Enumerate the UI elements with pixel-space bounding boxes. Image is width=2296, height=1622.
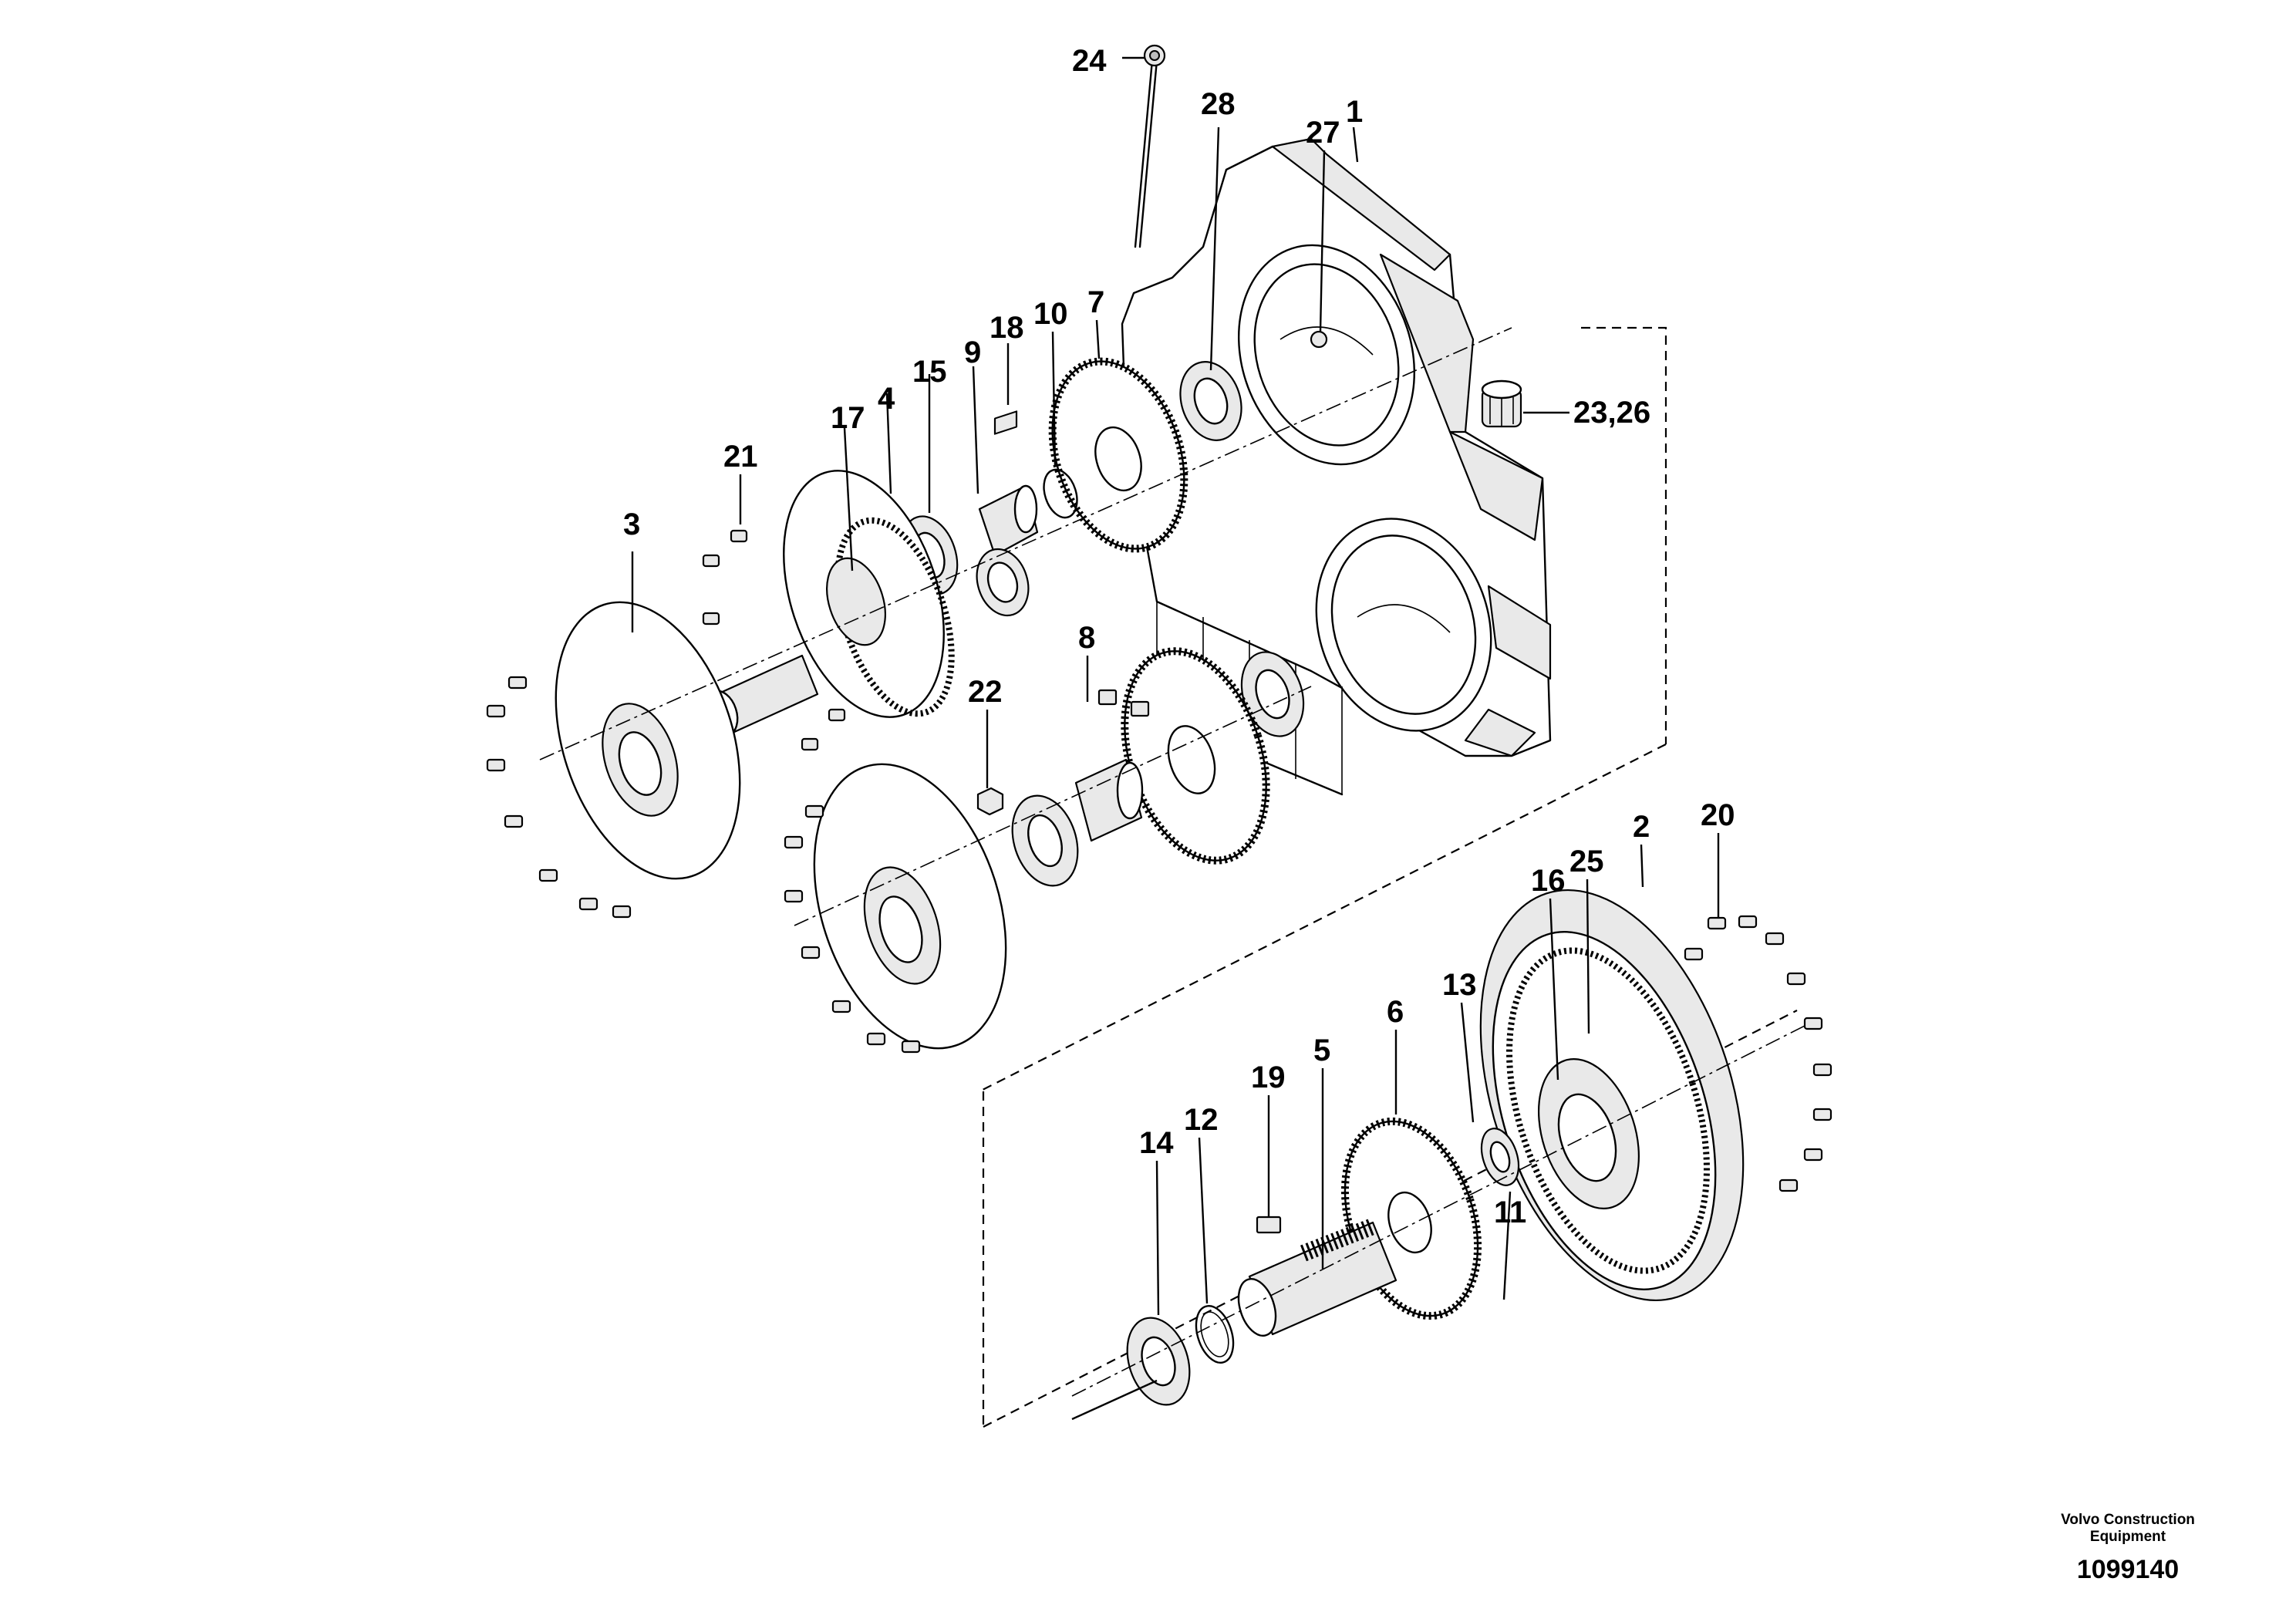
output-key: [1256, 1216, 1282, 1234]
callout-2: 2: [1633, 810, 1650, 844]
callout-11: 11: [1494, 1195, 1526, 1229]
callout-15: 15: [912, 355, 947, 389]
callout-28: 28: [1201, 87, 1236, 121]
callout-4: 4: [878, 382, 895, 416]
callout-21: 21: [723, 440, 758, 474]
callout-12: 12: [1184, 1103, 1219, 1137]
callout-17: 17: [831, 401, 865, 435]
left-cover-bolts: [486, 676, 632, 919]
middle-keys: [1097, 689, 1150, 717]
output-cover-bolts: [1684, 915, 1832, 1192]
upper-gear: [1048, 357, 1188, 553]
middle-bearing-housing-side: [1240, 651, 1305, 737]
middle-cover-bolts: [784, 804, 921, 1054]
callout-25: 25: [1569, 845, 1604, 878]
callout-20: 20: [1701, 798, 1735, 832]
callout-5: 5: [1313, 1034, 1330, 1067]
callout-24: 24: [1072, 44, 1107, 78]
callout-labels: 24 28 27 1 18 10 7 9 15 17 4 21 3 23,26 …: [623, 44, 1735, 1229]
figure-number: 1099140: [2076, 1555, 2180, 1584]
upper-seal-ring: [976, 548, 1030, 617]
upper-group-frame: [979, 326, 1667, 1092]
output-snap-ring: [1195, 1305, 1235, 1364]
upper-key: [993, 410, 1018, 435]
callout-23-26: 23,26: [1573, 396, 1650, 430]
upper-spacer-ring: [1043, 468, 1078, 519]
middle-hub: [1074, 758, 1144, 842]
housing-screw: [1310, 330, 1328, 349]
middle-gear: [1121, 647, 1270, 865]
output-bearing: [1126, 1317, 1191, 1406]
callout-22: 22: [968, 675, 1003, 709]
upper-hub: [978, 484, 1039, 557]
middle-bearing: [1011, 794, 1079, 887]
callout-1: 1: [1346, 95, 1363, 129]
callout-19: 19: [1251, 1061, 1286, 1094]
leader-lines: [631, 56, 1720, 1421]
gearbox-housing: [1121, 137, 1552, 796]
callout-27: 27: [1306, 116, 1340, 150]
callout-16: 16: [1531, 864, 1566, 898]
callout-10: 10: [1033, 297, 1068, 331]
callout-9: 9: [964, 336, 981, 369]
output-shaft: [1237, 1218, 1397, 1337]
callout-18: 18: [990, 311, 1024, 345]
callout-6: 6: [1387, 995, 1404, 1029]
middle-cover-plate: [813, 763, 1007, 1050]
callout-14: 14: [1139, 1126, 1174, 1160]
callout-13: 13: [1442, 968, 1477, 1002]
output-bearing-inner: [1480, 1128, 1520, 1186]
assembly-axes: [539, 327, 1805, 1397]
callout-8: 8: [1078, 621, 1095, 655]
callout-3: 3: [623, 508, 640, 541]
company-caption: Volvo Construction Equipment: [2061, 1512, 2195, 1545]
upper-cover-plate: [783, 470, 955, 718]
filler-plug: [1481, 379, 1522, 428]
upper-bearing-housing-side: [1179, 361, 1242, 441]
left-cover-plate: [555, 601, 741, 880]
output-cover: [1479, 889, 1745, 1301]
callout-7: 7: [1087, 285, 1104, 319]
dipstick: [1134, 44, 1166, 248]
middle-nut: [976, 787, 1004, 816]
